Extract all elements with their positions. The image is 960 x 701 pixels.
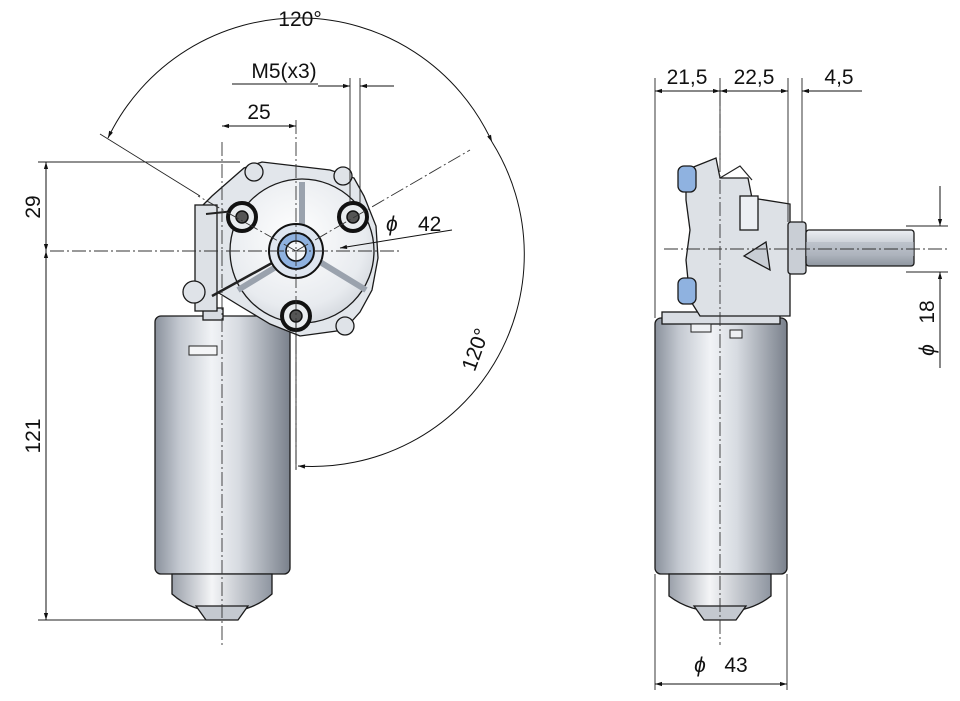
side-center-lines (664, 92, 948, 645)
front-dimension-lines (43, 83, 453, 620)
front-motor-body (154, 307, 291, 621)
angle-top-label: 120° (278, 8, 321, 31)
thread-label: M5(x3) (251, 60, 316, 83)
dim-a-label: 21,5 (667, 66, 708, 89)
shaft-diameter-symbol: ϕ (916, 344, 939, 356)
side-output-shaft (805, 229, 915, 267)
bolt-circle-symbol: ϕ (386, 213, 398, 236)
angle-arcs (107, 17, 525, 469)
side-motor-body (654, 311, 788, 621)
upper-height-label: 29 (22, 195, 45, 218)
front-extension-lines (38, 78, 361, 621)
total-height-label: 121 (22, 418, 45, 453)
side-gearbox (677, 157, 807, 317)
motor-diameter-symbol: ϕ (694, 654, 706, 677)
side-dimension-lines (655, 88, 943, 687)
angle-right-label: 120° (458, 325, 494, 374)
dim-b-label: 22,5 (734, 66, 775, 89)
front-gearbox (182, 161, 379, 337)
shaft-diameter-value: 18 (916, 300, 939, 323)
side-view: 21,5 22,5 4,5 ϕ 18 ϕ 43 (654, 66, 948, 690)
front-dimension-labels: 120° 120° M5(x3) 25 29 121 ϕ 42 (22, 8, 494, 454)
motor-diameter-value: 43 (724, 654, 747, 677)
dim-c-label: 4,5 (824, 66, 853, 89)
front-view: 120° 120° M5(x3) 25 29 121 ϕ 42 (22, 8, 525, 645)
bolt-offset-label: 25 (247, 101, 270, 124)
side-dimension-labels: 21,5 22,5 4,5 ϕ 18 ϕ 43 (667, 66, 939, 677)
bolt-circle-value: 42 (418, 213, 441, 236)
side-extension-lines (654, 78, 948, 690)
